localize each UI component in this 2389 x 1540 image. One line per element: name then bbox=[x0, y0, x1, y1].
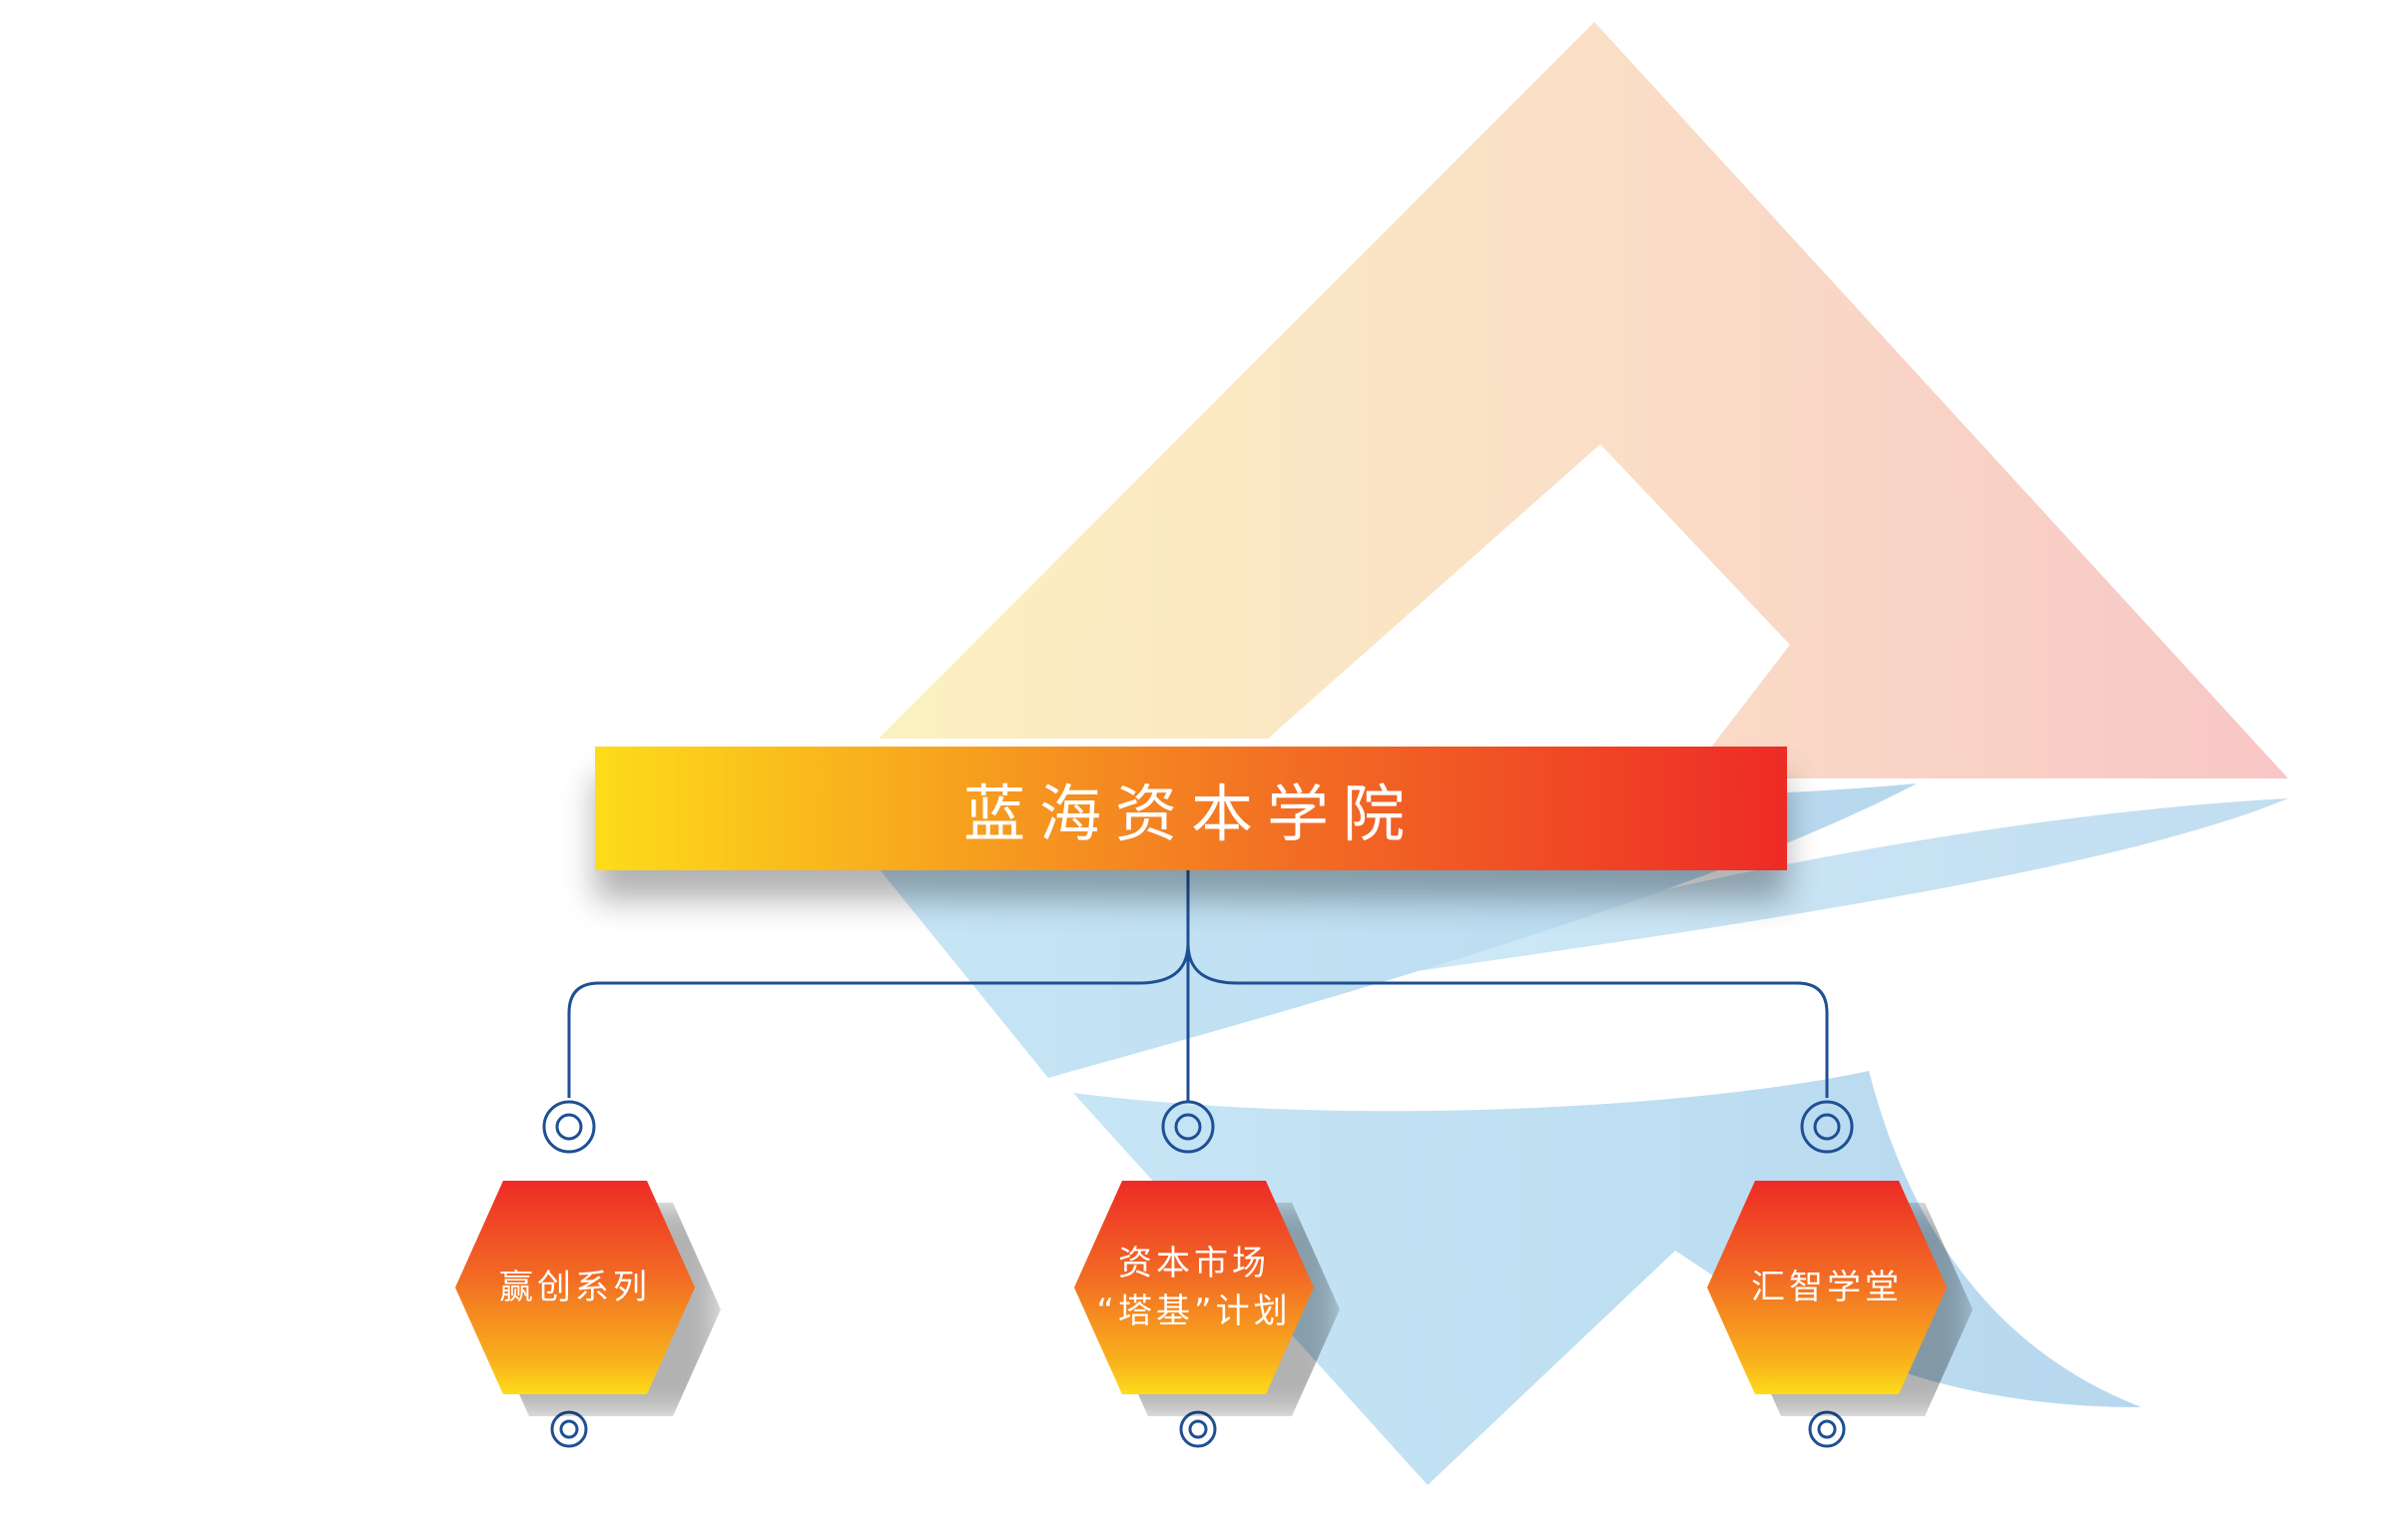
hex-shape bbox=[455, 1181, 695, 1394]
node-dot-center-top bbox=[1174, 1113, 1202, 1141]
child-node-yingchuang: 赢创系列 bbox=[455, 1181, 721, 1416]
logo-lower-chevron bbox=[1073, 1071, 2141, 1485]
child-node-huizhi: 汇智学堂 bbox=[1707, 1181, 1973, 1416]
node-ring-left-top bbox=[542, 1100, 596, 1154]
connector-lines bbox=[542, 870, 1854, 1448]
child-node-taji: 资本市场 “塔基”计划 bbox=[1074, 1181, 1340, 1416]
child-node-label: 资本市场 “塔基”计划 bbox=[1074, 1181, 1314, 1394]
child-label-line: 汇智学堂 bbox=[1751, 1268, 1903, 1307]
node-ring-right-top bbox=[1800, 1100, 1854, 1154]
node-ring-center-top bbox=[1161, 1100, 1215, 1154]
node-ring-right-bottom bbox=[1808, 1410, 1846, 1448]
node-ring-center-bottom bbox=[1179, 1410, 1217, 1448]
hex-shape bbox=[1707, 1181, 1947, 1394]
child-node-label: 赢创系列 bbox=[455, 1181, 695, 1394]
node-dot-left-top bbox=[555, 1113, 583, 1141]
node-dot-left-bottom bbox=[559, 1419, 579, 1439]
connector-left bbox=[567, 942, 1190, 1098]
logo-wave-upper bbox=[1298, 798, 2288, 988]
node-dot-right-bottom bbox=[1817, 1419, 1837, 1439]
logo-upper-chevron bbox=[879, 22, 2288, 778]
node-dot-center-bottom bbox=[1188, 1419, 1208, 1439]
hex-shape bbox=[1074, 1181, 1314, 1394]
node-dot-right-top bbox=[1813, 1113, 1841, 1141]
child-label-line: “塔基”计划 bbox=[1096, 1291, 1292, 1331]
node-ring-left-bottom bbox=[550, 1410, 588, 1448]
root-node-banner: 蓝海资本学院 bbox=[595, 747, 1787, 870]
root-node-label: 蓝海资本学院 bbox=[962, 777, 1419, 850]
child-label-line: 资本市场 bbox=[1118, 1244, 1270, 1283]
child-label-line: 赢创系列 bbox=[499, 1268, 651, 1307]
connector-right bbox=[1186, 942, 1829, 1098]
child-node-label: 汇智学堂 bbox=[1707, 1181, 1947, 1394]
